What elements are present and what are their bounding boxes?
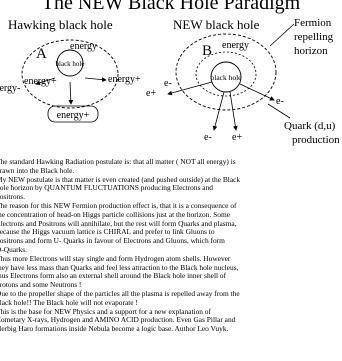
- quark-label-line1: Quark (d,u): [284, 120, 336, 132]
- right-arrow: [239, 83, 275, 101]
- right-arrow: [167, 81, 213, 96]
- page-title: The NEW Black Hole Paradigm: [42, 0, 301, 14]
- left-energy-plus-right: energy+: [108, 74, 141, 85]
- body-text-line: My NEW postulate is that matter is even …: [0, 174, 241, 184]
- e-plus-bottom-label: e+: [232, 132, 242, 143]
- e-minus-bottom-label: e-: [204, 132, 212, 143]
- body-text-line: positrons and form U- Quarks in favour o…: [0, 236, 225, 246]
- left-outer-ellipse: [21, 39, 119, 109]
- body-text-line: Due to the propeller shape of the partic…: [0, 288, 240, 298]
- left-arrow: [68, 81, 74, 105]
- left-black-hole-label: black hole: [56, 60, 85, 68]
- e-minus-left-label: e-: [164, 78, 172, 89]
- body-text-line: positrons.: [0, 192, 25, 202]
- e-minus-right-label: e-: [276, 96, 284, 107]
- body-text-line: drawn into the Black hole.: [0, 165, 75, 175]
- e-plus-left-label: e+: [146, 88, 156, 99]
- body-text-line: This is the base for NEW Physics and a s…: [0, 306, 211, 316]
- body-text-line: Electrons and Positrons will annihilate,…: [0, 218, 237, 228]
- body-text: The standard Hawking Radiation postulate…: [0, 158, 342, 334]
- right-outer-ellipse: [175, 33, 277, 111]
- fermion-label-line3: horizon: [294, 45, 328, 57]
- right-black-hole-circle: [210, 61, 242, 93]
- quark-pointer-line: [267, 103, 291, 119]
- body-text-line: The standard Hawking Radiation postulate…: [0, 158, 236, 166]
- right-energy-top: energy: [222, 40, 249, 51]
- body-text-line: D-Quarks.: [0, 244, 27, 254]
- body-text-line: because the Higgs vacuum lattice is CHIR…: [0, 227, 215, 237]
- body-text-line: the concentration of head-on Higgs parti…: [0, 209, 230, 219]
- body-text-line: black hole!! The Black hole will not eva…: [0, 297, 138, 307]
- quark-label-line2: production: [292, 134, 340, 146]
- body-text-line: The reason for this NEW Fermion producti…: [0, 200, 237, 210]
- black-hole-diagram: The NEW Black Hole Paradigm Hawking blac…: [0, 0, 340, 146]
- body-text-line: Thus more Electrons will stay single and…: [0, 253, 231, 263]
- fermion-label-line1: Fermion: [294, 17, 332, 29]
- body-text-line: Herbig Haro formations inside Nebula bec…: [0, 324, 229, 334]
- body-text-line: protons and some Neutrons !: [0, 280, 82, 290]
- right-arrow: [229, 91, 238, 131]
- left-energy-plus-left: energy+: [24, 76, 57, 87]
- body-text-line: Cometary X-rays, Hydrogen and AMINO ACID…: [0, 315, 236, 325]
- left-black-hole-circle: [56, 49, 84, 77]
- left-label-a: A: [36, 46, 47, 62]
- body-text-line: hole horizon by QUANTUM FLUCTUATIONS pro…: [0, 183, 213, 193]
- left-arrow: [35, 77, 56, 86]
- fermion-label-line2: repelling: [294, 31, 334, 43]
- right-black-hole-label: black hole: [210, 73, 242, 82]
- body-text-line: thus Electrons form also an external she…: [0, 271, 227, 281]
- right-inner-ellipse: [195, 51, 257, 97]
- left-energy-plus-bottom-box: [47, 105, 99, 123]
- left-energy-plus-bottom: energy+: [57, 110, 90, 121]
- left-energy-top: energy: [70, 41, 97, 52]
- right-diagram-title: NEW black hole: [173, 17, 260, 32]
- right-label-b: B: [202, 43, 212, 59]
- body-text-line: they have less mass than Quarks and feel…: [0, 262, 239, 272]
- left-arrow: [84, 77, 107, 83]
- right-arrow: [212, 91, 225, 131]
- left-energy-minus: energy-: [0, 83, 20, 94]
- fermion-pointer-line: [269, 23, 295, 47]
- left-diagram-title: Hawking black hole: [8, 17, 113, 32]
